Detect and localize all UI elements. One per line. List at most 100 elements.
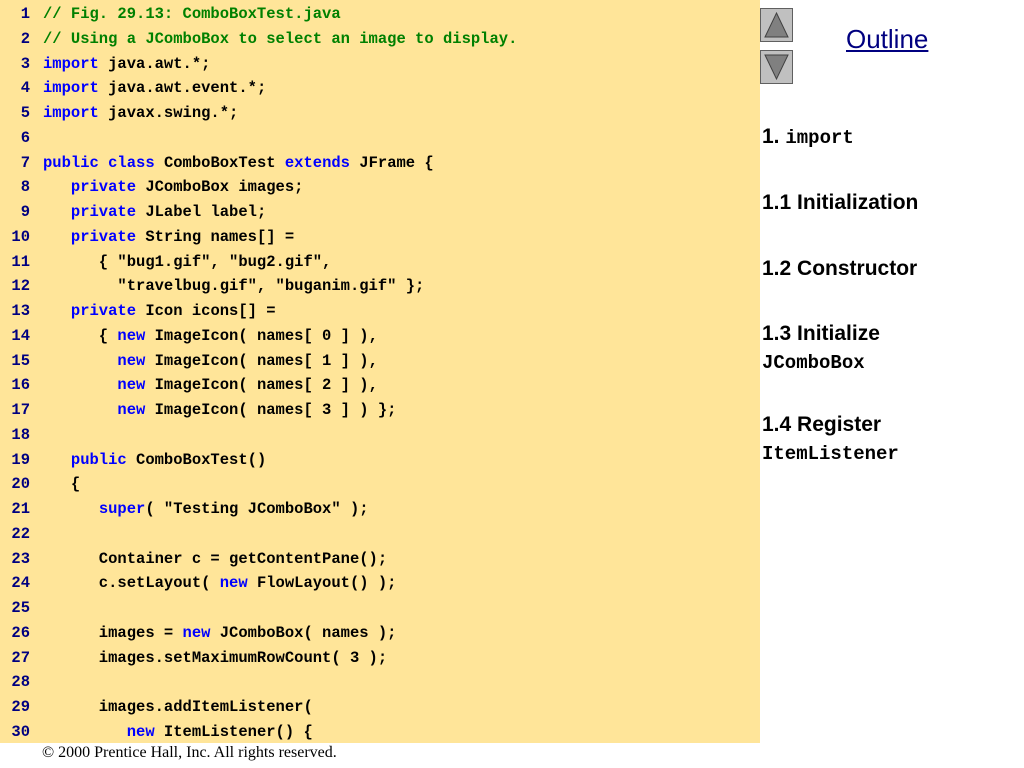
- code-text: private JLabel label;: [43, 200, 266, 225]
- code-text: { new ImageIcon( names[ 0 ] ),: [43, 324, 378, 349]
- code-token: [43, 352, 117, 370]
- outline-item-label: 1.3 Initialize: [762, 322, 880, 345]
- code-text: import javax.swing.*;: [43, 101, 238, 126]
- outline-item-code: JComboBox: [762, 352, 865, 374]
- code-text: private String names[] =: [43, 225, 294, 250]
- code-token: {: [43, 475, 81, 494]
- keyword: import: [43, 79, 99, 98]
- code-token: [43, 376, 117, 394]
- code-text: c.setLayout( new FlowLayout() );: [43, 571, 397, 596]
- code-token: JFrame {: [350, 153, 434, 172]
- code-token: ImageIcon( names[ 0 ] ),: [145, 326, 378, 345]
- previous-slide-button[interactable]: [760, 8, 793, 42]
- line-number: 14: [11, 326, 30, 345]
- code-token: [43, 203, 71, 221]
- code-token: ImageIcon( names[ 3 ] ) };: [145, 401, 397, 419]
- code-text: // Using a JComboBox to select an image …: [43, 27, 517, 52]
- line-number: 13: [11, 302, 30, 320]
- line-number: 22: [11, 524, 30, 543]
- code-token: Container c = getContentPane();: [43, 549, 388, 568]
- code-text: "travelbug.gif", "buganim.gif" };: [43, 274, 424, 299]
- code-token: ComboBoxTest: [154, 153, 285, 172]
- code-text: { "bug1.gif", "bug2.gif",: [43, 250, 332, 275]
- line-number: 27: [11, 648, 30, 667]
- code-text: private Icon icons[] =: [43, 299, 276, 324]
- line-number: 12: [11, 277, 30, 296]
- code-token: images.setMaximumRowCount( 3 );: [43, 648, 388, 667]
- code-token: ComboBoxTest(): [126, 450, 267, 469]
- code-token: ( "Testing JComboBox" );: [145, 500, 369, 518]
- code-text: new ItemListener() {: [43, 720, 313, 745]
- keyword: private: [70, 302, 137, 320]
- code-token: [43, 302, 71, 320]
- code-text: Container c = getContentPane();: [43, 547, 387, 572]
- outline-item-label: 1.4 Register: [762, 413, 882, 436]
- triangle-up-icon: [764, 11, 789, 38]
- keyword: new: [126, 722, 155, 741]
- triangle-down-icon: [764, 54, 789, 81]
- code-token: JLabel label;: [136, 203, 267, 221]
- code-token: JComboBox images;: [136, 178, 304, 197]
- code-token: javax.swing.*;: [98, 104, 239, 122]
- code-token: String names[] =: [136, 227, 295, 246]
- keyword: new: [182, 623, 211, 642]
- code-token: [43, 228, 71, 246]
- line-number: 25: [11, 599, 30, 617]
- code-text: super( "Testing JComboBox" );: [43, 497, 369, 522]
- code-text: private JComboBox images;: [43, 175, 304, 200]
- keyword: public: [70, 450, 127, 469]
- code-text: images = new JComboBox( names );: [43, 621, 397, 646]
- keyword: extends: [284, 153, 350, 172]
- line-number: 18: [11, 425, 30, 444]
- keyword: new: [117, 326, 146, 345]
- outline-item-label: 1.1 Initialization: [762, 191, 919, 214]
- code-text: {: [43, 472, 80, 497]
- code-text: import java.awt.*;: [43, 52, 210, 77]
- line-number: 3: [20, 54, 30, 73]
- code-token: [43, 178, 71, 196]
- keyword: class: [108, 153, 155, 172]
- line-number: 21: [11, 500, 30, 518]
- code-token: [43, 500, 99, 518]
- line-number: 9: [20, 203, 30, 221]
- code-token: {: [43, 326, 118, 345]
- outline-link[interactable]: Outline: [846, 24, 929, 54]
- line-number: 11: [11, 252, 30, 271]
- keyword: super: [98, 500, 146, 518]
- code-token: { "bug1.gif", "bug2.gif",: [43, 252, 332, 271]
- code-token: [43, 451, 71, 469]
- keyword: new: [219, 574, 248, 593]
- outline-item-code: ItemListener: [762, 443, 899, 465]
- line-number: 6: [20, 128, 30, 147]
- code-token: ItemListener() {: [154, 722, 313, 741]
- keyword: import: [43, 104, 99, 122]
- outline-item-import: 1. import: [762, 123, 854, 152]
- keyword: new: [117, 351, 146, 370]
- code-token: "travelbug.gif", "buganim.gif" };: [43, 277, 425, 296]
- code-token: [43, 401, 117, 419]
- keyword: new: [117, 401, 146, 419]
- copyright-footer: © 2000 Prentice Hall, Inc. All rights re…: [42, 744, 337, 761]
- code-text: import java.awt.event.*;: [43, 76, 266, 101]
- outline-item-label: 1.: [762, 125, 786, 148]
- code-token: FlowLayout() );: [247, 574, 397, 593]
- comment: // Fig. 29.13: ComboBoxTest.java: [43, 5, 341, 23]
- code-token: java.awt.event.*;: [98, 79, 267, 98]
- line-number: 23: [11, 549, 30, 568]
- keyword: import: [43, 54, 99, 73]
- line-number: 8: [20, 178, 30, 197]
- code-text: new ImageIcon( names[ 1 ] ),: [43, 349, 377, 374]
- outline-item-constructor: 1.2 Constructor: [762, 255, 917, 283]
- code-text: // Fig. 29.13: ComboBoxTest.java: [43, 2, 341, 27]
- line-number: 7: [20, 153, 30, 172]
- keyword: private: [70, 178, 137, 197]
- code-text: new ImageIcon( names[ 2 ] ),: [43, 373, 377, 398]
- next-slide-button[interactable]: [760, 50, 793, 84]
- code-text: public class ComboBoxTest extends JFrame…: [43, 151, 434, 176]
- code-token: JComboBox( names );: [210, 623, 397, 642]
- line-number: 5: [20, 104, 30, 122]
- line-number: 10: [11, 227, 30, 246]
- outline-item-code: import: [785, 127, 854, 149]
